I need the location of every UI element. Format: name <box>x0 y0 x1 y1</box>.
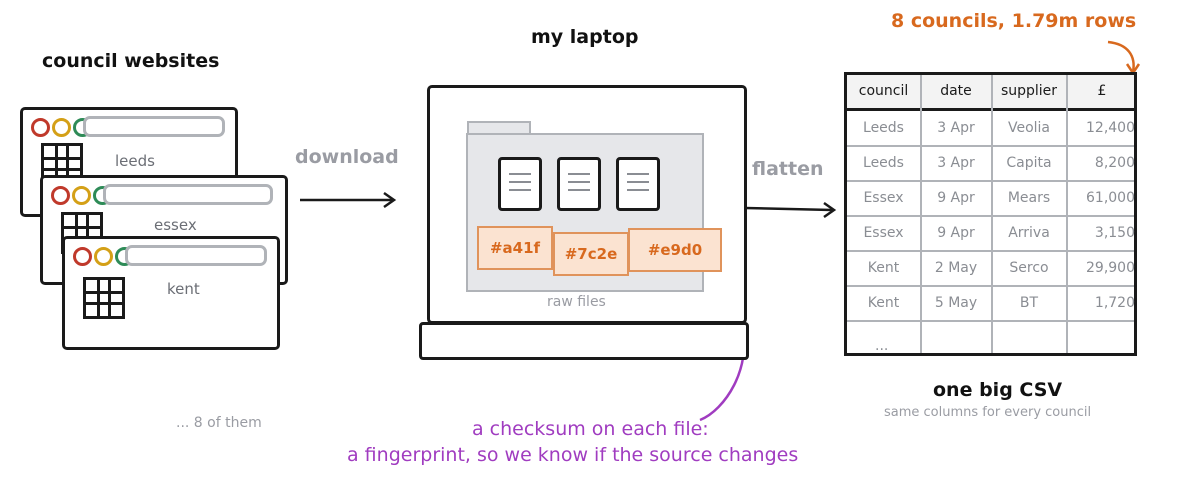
csv-cell: BT <box>1019 295 1039 311</box>
csv-cell: Capita <box>1006 155 1052 171</box>
csv-cell: Mears <box>1007 190 1051 206</box>
laptop-heading: my laptop <box>531 26 639 48</box>
csv-cell: Leeds <box>863 155 904 171</box>
csv-cell: Essex <box>863 190 904 206</box>
csv-cell: Veolia <box>1007 120 1051 136</box>
url-bar <box>83 116 225 137</box>
csv-cell: 29,900 <box>1086 260 1135 276</box>
csv-ellipsis: ... <box>875 338 889 354</box>
sources-heading: council websites <box>42 50 220 72</box>
annotation-line-2: a fingerprint, so we know if the source … <box>347 444 799 466</box>
file-doc-icon <box>557 157 601 211</box>
more-sources-note: ... 8 of them <box>176 415 262 431</box>
csv-cell: 3 Apr <box>937 155 975 171</box>
csv-cell: 3 Apr <box>937 120 975 136</box>
flatten-arrowhead-icon <box>823 201 837 219</box>
csv-col-council: council <box>858 83 909 99</box>
raw-files-label: raw files <box>547 294 606 310</box>
csv-cell: 2 May <box>934 260 978 276</box>
csv-cell: 9 Apr <box>937 225 975 241</box>
url-bar <box>103 184 273 205</box>
window-label-kent: kent <box>167 280 200 298</box>
browser-window-kent: kent <box>62 236 280 350</box>
laptop-base <box>419 322 749 360</box>
csv-cell: Serco <box>1009 260 1049 276</box>
callout-arrow <box>1107 40 1135 73</box>
csv-col-amount: £ <box>1097 83 1107 99</box>
window-label-essex: essex <box>154 216 197 234</box>
folder-tab <box>467 121 531 135</box>
file-doc-icon <box>616 157 660 211</box>
csv-cell: Essex <box>863 225 904 241</box>
csv-cell: 5 May <box>934 295 978 311</box>
flatten-arrow <box>744 206 833 212</box>
csv-cell: 8,200 <box>1094 155 1135 171</box>
download-arrowhead-icon <box>383 191 397 209</box>
csv-cell: Arriva <box>1008 225 1050 241</box>
csv-cell: Kent <box>867 295 900 311</box>
csv-cell: 61,000 <box>1086 190 1135 206</box>
csv-cell: 12,400 <box>1086 120 1135 136</box>
csv-title: one big CSV <box>933 379 1063 401</box>
checksum-tag: #7c2e <box>553 232 629 276</box>
csv-cell: 1,720 <box>1094 295 1135 311</box>
checksum-tag: #a41f <box>477 226 553 270</box>
grid-icon <box>83 277 125 319</box>
csv-cell: 9 Apr <box>937 190 975 206</box>
url-bar <box>125 245 267 266</box>
csv-subtitle: same columns for every council <box>884 405 1092 420</box>
csv-cell: Leeds <box>863 120 904 136</box>
download-label: download <box>295 146 399 168</box>
annotation-line-1: a checksum on each file: <box>472 418 709 440</box>
flatten-label: flatten <box>752 158 824 180</box>
checksum-tag: #e9d0 <box>628 228 722 272</box>
file-doc-icon <box>498 157 542 211</box>
csv-col-date: date <box>940 83 972 99</box>
rows-callout: 8 councils, 1.79m rows <box>891 10 1137 32</box>
window-label-leeds: leeds <box>115 152 155 170</box>
csv-col-supplier: supplier <box>1000 83 1058 99</box>
csv-header-row <box>847 75 1134 111</box>
csv-table: council date supplier £ Leeds 3 Apr Veol… <box>844 72 1137 356</box>
csv-cell: 3,150 <box>1094 225 1135 241</box>
csv-cell: Kent <box>867 260 900 276</box>
